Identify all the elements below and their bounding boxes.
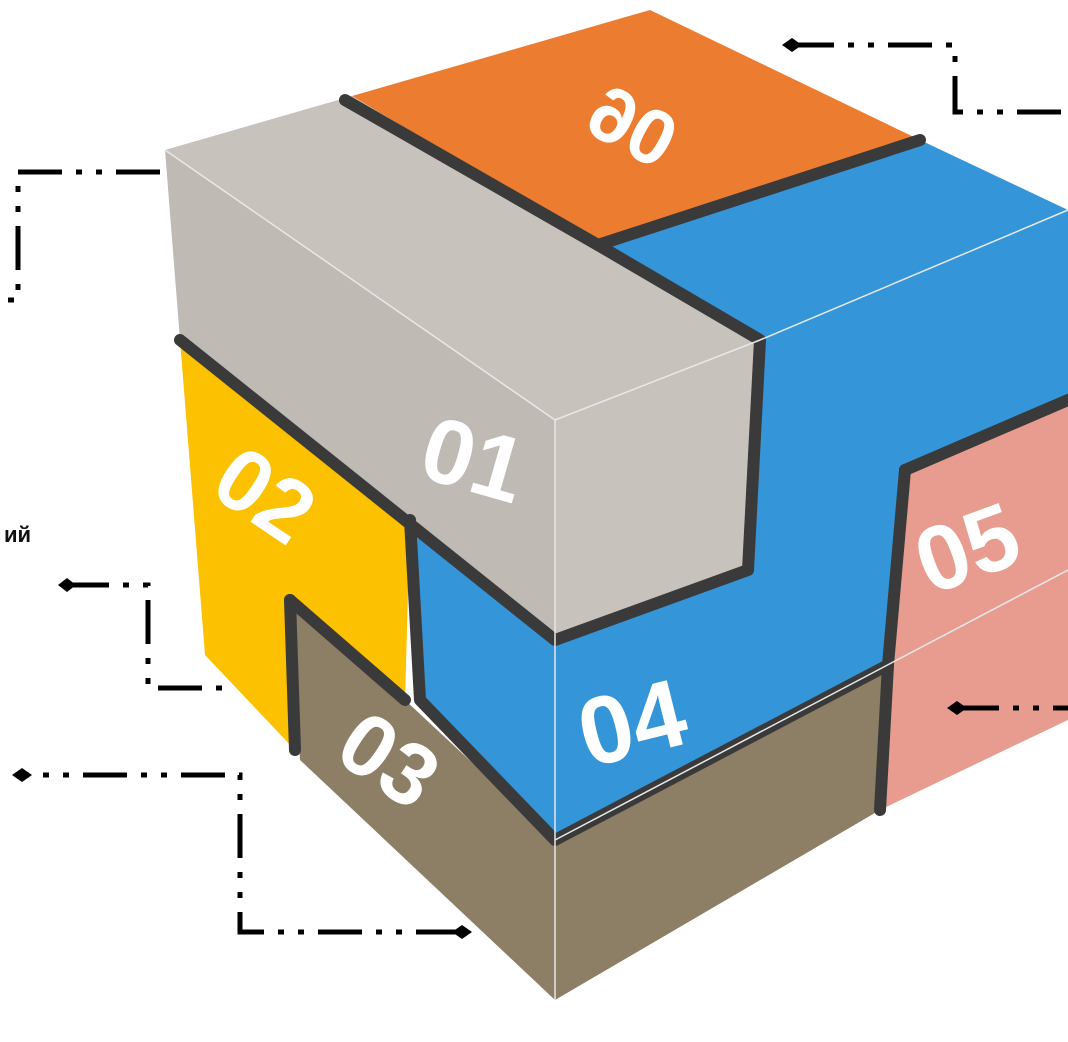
leader-06 [790, 42, 1068, 115]
piece-05 [880, 400, 1068, 810]
piece-03-right [555, 665, 888, 1000]
piece-outlines [174, 94, 1068, 846]
leader-06-marker [782, 38, 802, 52]
piece-01-right-face [555, 340, 760, 640]
piece-04-front [410, 210, 1068, 840]
leader-02 [65, 582, 230, 691]
cube: 06 01 02 03 04 05 [164, 10, 1068, 1000]
leader-03-marker-end [452, 925, 472, 939]
piece-04-label: 04 [567, 659, 696, 789]
cube-edges [164, 149, 1068, 1000]
leader-01 [0, 169, 160, 303]
leader-05-marker [947, 701, 967, 715]
leader-03-marker-start [12, 768, 32, 782]
callout-label-left: ий [4, 522, 31, 547]
callout-leaders [0, 38, 1068, 939]
leader-03 [20, 772, 460, 935]
leader-02-marker [58, 578, 76, 592]
piece-01-left-face [165, 150, 555, 640]
piece-01-top [165, 96, 760, 420]
piece-03-left [290, 600, 555, 1000]
